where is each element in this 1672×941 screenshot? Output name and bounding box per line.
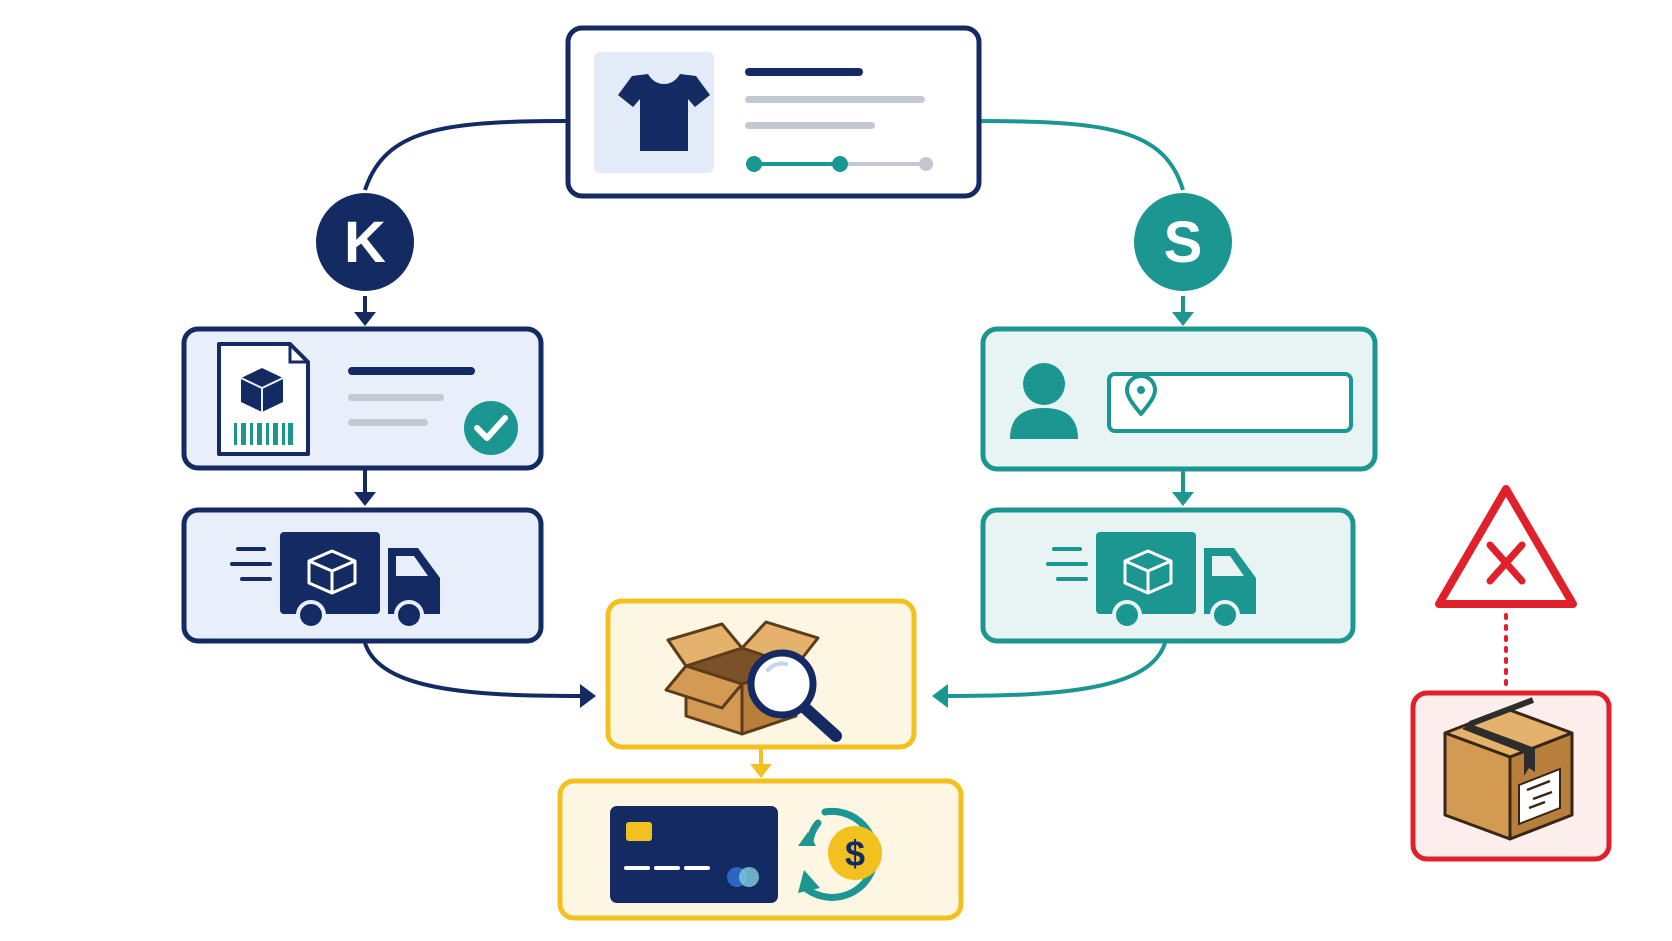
refund-card: $ xyxy=(557,778,964,921)
k-truck-card xyxy=(181,507,544,644)
inspection-card xyxy=(605,598,917,750)
connector-product-to-k xyxy=(363,119,567,191)
credit-card-icon xyxy=(610,806,778,903)
refund-cycle-icon: $ xyxy=(798,807,882,901)
arrowhead-s-to-address xyxy=(1172,312,1194,326)
arrowhead-inspect-to-refund xyxy=(750,764,772,778)
arrowhead-k-to-label xyxy=(354,312,376,326)
arrowhead-address-to-truck xyxy=(1172,492,1194,506)
delivery-truck-icon-k xyxy=(230,532,440,630)
label-detail-line-1 xyxy=(348,394,444,401)
warning-triangle-x-icon xyxy=(1435,485,1577,608)
connector-s-truck-to-inspect xyxy=(947,642,1167,698)
shipping-label-icon xyxy=(217,342,310,456)
damaged-package-icon xyxy=(1443,697,1574,841)
badge-s-letter: S xyxy=(1164,210,1203,275)
shipping-label-card xyxy=(181,326,544,471)
product-progress-track xyxy=(746,156,933,172)
label-detail-line-2 xyxy=(348,419,428,426)
s-truck-card xyxy=(980,507,1356,644)
location-pin-dot xyxy=(1137,386,1145,394)
location-pin-icon xyxy=(1125,374,1157,416)
label-title-line xyxy=(348,367,475,375)
user-icon xyxy=(1010,363,1078,439)
product-detail-line-1 xyxy=(745,96,925,103)
badge-k-letter: K xyxy=(344,210,386,275)
damaged-package-card xyxy=(1410,690,1612,862)
t-shirt-icon xyxy=(618,74,710,151)
badge-k: K xyxy=(316,193,414,291)
arrowhead-k-truck-to-inspect xyxy=(580,684,596,708)
product-detail-line-2 xyxy=(745,122,875,129)
address-input-field xyxy=(1107,372,1353,433)
refund-dollar-symbol: $ xyxy=(845,833,865,874)
product-title-line xyxy=(745,68,863,76)
connector-k-truck-to-inspect xyxy=(363,642,581,698)
check-circle-icon xyxy=(464,401,518,455)
arrowhead-s-truck-to-inspect xyxy=(932,684,948,708)
arrowhead-label-to-truck xyxy=(354,492,376,506)
return-address-card xyxy=(980,326,1378,472)
badge-s: S xyxy=(1134,193,1232,291)
delivery-truck-icon-s xyxy=(1046,532,1256,630)
open-box-magnifier-icon xyxy=(664,620,842,742)
product-card xyxy=(565,25,982,199)
connector-product-to-s xyxy=(978,119,1185,191)
